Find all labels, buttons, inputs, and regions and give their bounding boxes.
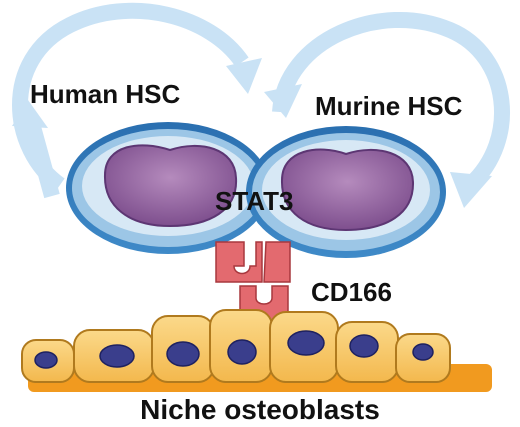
niche-osteoblasts-label: Niche osteoblasts bbox=[140, 394, 380, 425]
cycle-arrow-right bbox=[264, 12, 510, 208]
osteoblast-nuclei bbox=[34, 330, 434, 369]
osteoblast-nucleus bbox=[412, 343, 434, 361]
human-hsc-nucleus bbox=[103, 144, 238, 228]
murine-hsc-cell bbox=[246, 126, 446, 258]
osteoblast-nucleus bbox=[227, 339, 257, 365]
osteoblast-nucleus bbox=[287, 330, 325, 356]
osteoblast-nucleus bbox=[34, 351, 58, 369]
osteoblast-nucleus bbox=[166, 341, 200, 367]
murine-hsc-label: Murine HSC bbox=[315, 91, 463, 121]
cd166-label: CD166 bbox=[311, 277, 392, 307]
human-hsc-cell bbox=[66, 122, 270, 254]
cycle-arrow-left bbox=[12, 2, 262, 199]
stat3-label: STAT3 bbox=[215, 186, 294, 216]
osteoblast-nucleus bbox=[99, 344, 135, 368]
osteoblast-nucleus bbox=[349, 334, 379, 358]
human-hsc-label: Human HSC bbox=[30, 79, 181, 109]
murine-hsc-nucleus bbox=[280, 148, 415, 232]
